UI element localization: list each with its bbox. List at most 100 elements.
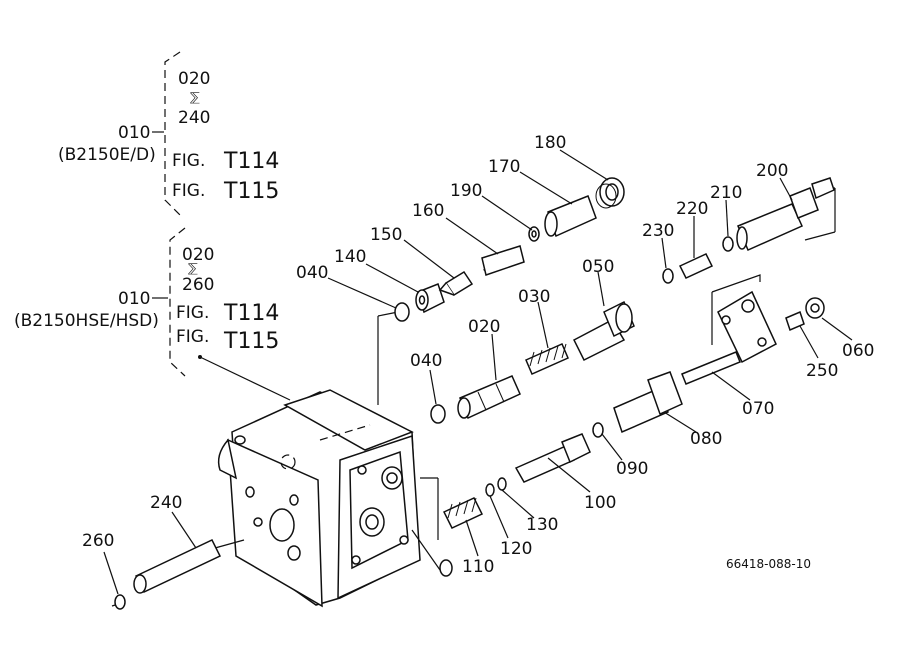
- legend-1-range-sym: ⅀: [190, 90, 200, 104]
- part-180-nut-hole: [605, 183, 619, 201]
- leader-110: [465, 519, 479, 557]
- part-080-plug-head: [647, 371, 683, 416]
- leader-lines: [103, 149, 853, 595]
- relief-assembly: [662, 177, 835, 284]
- part-200-end: [736, 226, 748, 250]
- part-220-pin: [678, 253, 714, 279]
- part-110-spring-coils: [447, 497, 477, 519]
- leader-080: [663, 411, 697, 433]
- label-100: 100: [584, 493, 616, 513]
- gasket-hole-b: [399, 535, 409, 545]
- label-200: 200: [756, 161, 788, 181]
- label-070: 070: [742, 399, 774, 419]
- housing-hole-2: [245, 486, 255, 498]
- leader-240: [171, 511, 197, 549]
- plate-hole-3: [757, 337, 767, 347]
- axis-pin-link: [214, 539, 245, 549]
- part-210-oring: [722, 236, 734, 252]
- part-240-pin-end: [133, 574, 147, 594]
- part-020-spool-end: [457, 397, 471, 419]
- pin-assembly: [114, 539, 222, 610]
- label-170: 170: [488, 157, 520, 177]
- housing-hole-1: [287, 545, 301, 561]
- leader-230: [661, 237, 667, 269]
- part-200-stem: [811, 177, 835, 200]
- label-260: 260: [82, 531, 114, 551]
- leader-040-lower: [429, 369, 437, 405]
- housing-hidden-hole: [280, 454, 296, 470]
- housing-bore-main: [269, 508, 295, 542]
- part-250-screw: [785, 310, 805, 332]
- part-110-spring: [442, 497, 484, 529]
- legend-2-fig2-prefix: FIG.: [176, 327, 209, 347]
- label-060: 060: [842, 341, 874, 361]
- part-260-oring: [114, 594, 126, 610]
- leader-250: [799, 325, 819, 359]
- part-020-land-1: [477, 391, 487, 411]
- leader-130: [501, 489, 535, 519]
- label-150: 150: [370, 225, 402, 245]
- leader-200: [779, 177, 793, 201]
- legend-1-parent: 010: [118, 123, 150, 143]
- gasket-bore-2-inner: [386, 472, 398, 484]
- part-100-poppet-cone: [561, 433, 591, 464]
- part-240-pin: [134, 539, 222, 593]
- housing-hole-5: [253, 517, 263, 527]
- legend-2-range-bottom: 260: [182, 275, 214, 295]
- leader-190: [481, 195, 533, 231]
- label-040-lower: 040: [410, 351, 442, 371]
- part-200-head: [789, 187, 819, 219]
- part-230-oring: [662, 268, 674, 284]
- drawing-code: 66418-088-10: [726, 557, 811, 571]
- legend-bracket-2: [169, 227, 186, 377]
- legend-2-fig1-prefix: FIG.: [176, 303, 209, 323]
- legend-group-2: 020 ⅀ 260 010 (B2150HSE/HSD) FIG. T114 F…: [14, 227, 291, 401]
- legend-1-fig2-prefix: FIG.: [172, 181, 205, 201]
- part-090-oring: [592, 422, 604, 438]
- legend-1-variant: (B2150E/D): [58, 145, 156, 165]
- part-170-sleeve-end: [544, 211, 558, 237]
- part-180-nut-thread: [595, 183, 617, 209]
- valve-housing: [217, 389, 421, 608]
- leader-090: [601, 433, 623, 461]
- leader-180: [559, 149, 609, 181]
- leader-150: [403, 239, 455, 279]
- label-130: 130: [526, 515, 558, 535]
- lower-spring-stack: [439, 477, 507, 577]
- part-050-plug-face: [615, 303, 633, 333]
- legend-2-parent: 010: [118, 289, 150, 309]
- legend-2-variant: (B2150HSE/HSD): [14, 311, 159, 331]
- label-110: 110: [462, 557, 494, 577]
- part-120-ball: [485, 483, 495, 497]
- leader-160: [445, 217, 499, 255]
- middle-valve-train: [430, 300, 635, 424]
- legend-group-1: 020 ⅀ 240 010 (B2150E/D) FIG. T114 FIG. …: [58, 51, 279, 216]
- part-160-spring-body: [481, 245, 525, 276]
- gasket-bore-1-inner: [365, 514, 379, 530]
- legend-1-range-bottom: 240: [178, 108, 210, 128]
- housing-boss: [217, 438, 238, 480]
- part-150-poppet-tip: [438, 282, 455, 296]
- housing-hole-3: [289, 494, 299, 506]
- label-220: 220: [676, 199, 708, 219]
- part-oring-lower: [439, 559, 453, 577]
- part-140-seat-hole: [418, 295, 426, 305]
- housing-hidden-line: [319, 424, 371, 441]
- label-120: 120: [500, 539, 532, 559]
- part-020-land-2: [495, 383, 505, 403]
- assembly-axes: [111, 187, 836, 607]
- label-250: 250: [806, 361, 838, 381]
- label-020: 020: [468, 317, 500, 337]
- leader-060: [821, 317, 853, 341]
- plate-hole-1: [721, 315, 731, 325]
- leader-210: [725, 199, 729, 237]
- upper-valve-train: [394, 177, 625, 322]
- part-number-labels: 180 170 190 160 150 140 040 050 030 020 …: [82, 133, 874, 577]
- leader-040-upper: [327, 277, 397, 309]
- gasket-hole-c: [351, 555, 361, 565]
- axis-lower-link: [411, 529, 441, 571]
- legend-1-fig2-num: T115: [223, 179, 279, 204]
- plate-hole-2: [741, 299, 755, 313]
